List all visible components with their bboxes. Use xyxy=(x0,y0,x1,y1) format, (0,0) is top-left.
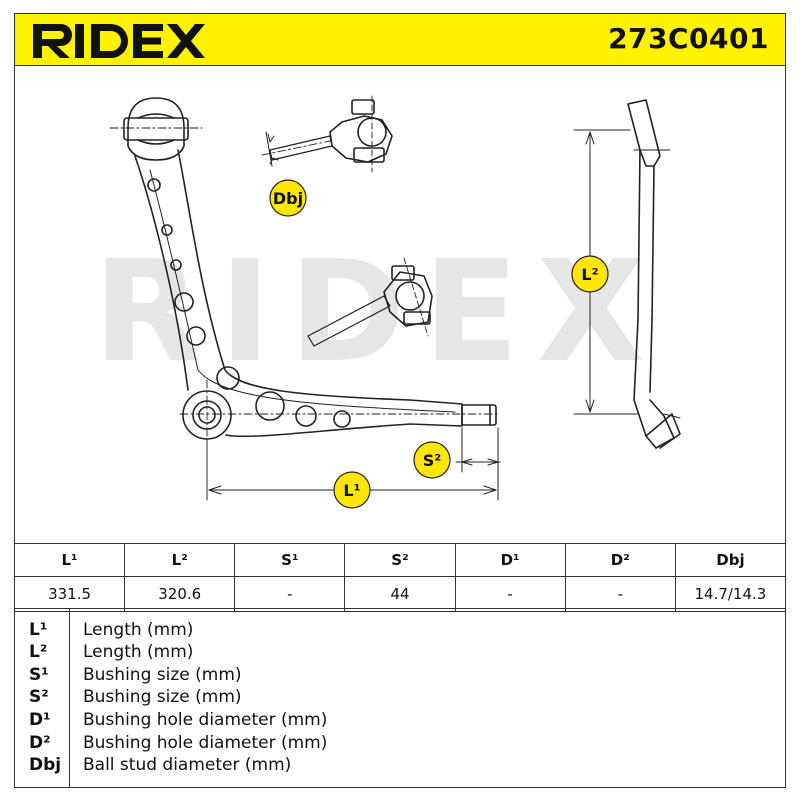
part-number: 273C0401 xyxy=(608,22,769,55)
legend-row: L¹ Length (mm) xyxy=(15,620,785,642)
legend-symbol: D² xyxy=(29,733,51,753)
drawing-frame xyxy=(14,66,786,544)
label-dbj-text: Dbj xyxy=(273,189,303,208)
legend-description: Bushing hole diameter (mm) xyxy=(83,733,328,753)
spec-value-dbj: 14.7/14.3 xyxy=(674,576,787,612)
label-s2: S² xyxy=(413,441,451,479)
spec-header-d2: D² xyxy=(564,543,676,577)
legend-row: L² Length (mm) xyxy=(15,642,785,664)
spec-header-l2: L² xyxy=(124,543,236,577)
legend-symbol: S¹ xyxy=(29,665,49,685)
legend-divider xyxy=(69,609,70,787)
legend-symbol: L¹ xyxy=(29,620,48,640)
spec-value-l2: 320.6 xyxy=(124,576,236,612)
spec-value-s1: - xyxy=(234,576,346,612)
spec-value-l1: 331.5 xyxy=(13,576,126,612)
spec-header-row: L¹ L² S¹ S² D¹ D² Dbj xyxy=(13,543,787,577)
legend-symbol: L² xyxy=(29,642,48,662)
ridex-logo xyxy=(33,24,205,58)
legend-description: Ball stud diameter (mm) xyxy=(83,755,292,775)
spec-header-dbj: Dbj xyxy=(674,543,787,577)
legend-row: S² Bushing size (mm) xyxy=(15,687,785,709)
legend-description: Bushing size (mm) xyxy=(83,665,242,685)
label-l1-text: L¹ xyxy=(343,481,360,500)
spec-header-s1: S¹ xyxy=(234,543,346,577)
spec-table: L¹ L² S¹ S² D¹ D² Dbj 331.5 320.6 - 44 -… xyxy=(13,543,787,612)
label-dbj: Dbj xyxy=(269,179,307,217)
legend-description: Bushing hole diameter (mm) xyxy=(83,710,328,730)
technical-drawing: RIDEX xyxy=(93,95,681,509)
legend-row: D¹ Bushing hole diameter (mm) xyxy=(15,710,785,732)
legend-symbol: D¹ xyxy=(29,710,51,730)
legend-description: Length (mm) xyxy=(83,642,194,662)
spec-header-s2: S² xyxy=(344,543,456,577)
spec-value-d2: - xyxy=(564,576,676,612)
legend: L¹ Length (mm) L² Length (mm) S¹ Bushing… xyxy=(14,608,786,788)
legend-description: Length (mm) xyxy=(83,620,194,640)
label-s2-text: S² xyxy=(423,451,442,470)
legend-symbol: Dbj xyxy=(29,755,62,775)
label-l1: L¹ xyxy=(333,471,371,509)
legend-row: D² Bushing hole diameter (mm) xyxy=(15,733,785,755)
spec-header-d1: D¹ xyxy=(454,543,566,577)
ball-stud-detail-middle xyxy=(307,257,433,347)
legend-row: Dbj Ball stud diameter (mm) xyxy=(15,755,785,777)
control-arm xyxy=(109,97,501,451)
label-l2-text: L² xyxy=(581,265,598,284)
legend-symbol: S² xyxy=(29,687,49,707)
legend-row: S¹ Bushing size (mm) xyxy=(15,665,785,687)
spec-value-row: 331.5 320.6 - 44 - - 14.7/14.3 xyxy=(13,576,787,612)
spec-value-s2: 44 xyxy=(344,576,456,612)
spec-value-d1: - xyxy=(454,576,566,612)
header-bar: 273C0401 xyxy=(14,13,786,66)
label-l2: L² xyxy=(571,255,609,293)
spec-header-l1: L¹ xyxy=(13,543,126,577)
legend-description: Bushing size (mm) xyxy=(83,687,242,707)
side-view-profile xyxy=(573,99,681,449)
ball-stud-detail-top xyxy=(261,95,393,173)
